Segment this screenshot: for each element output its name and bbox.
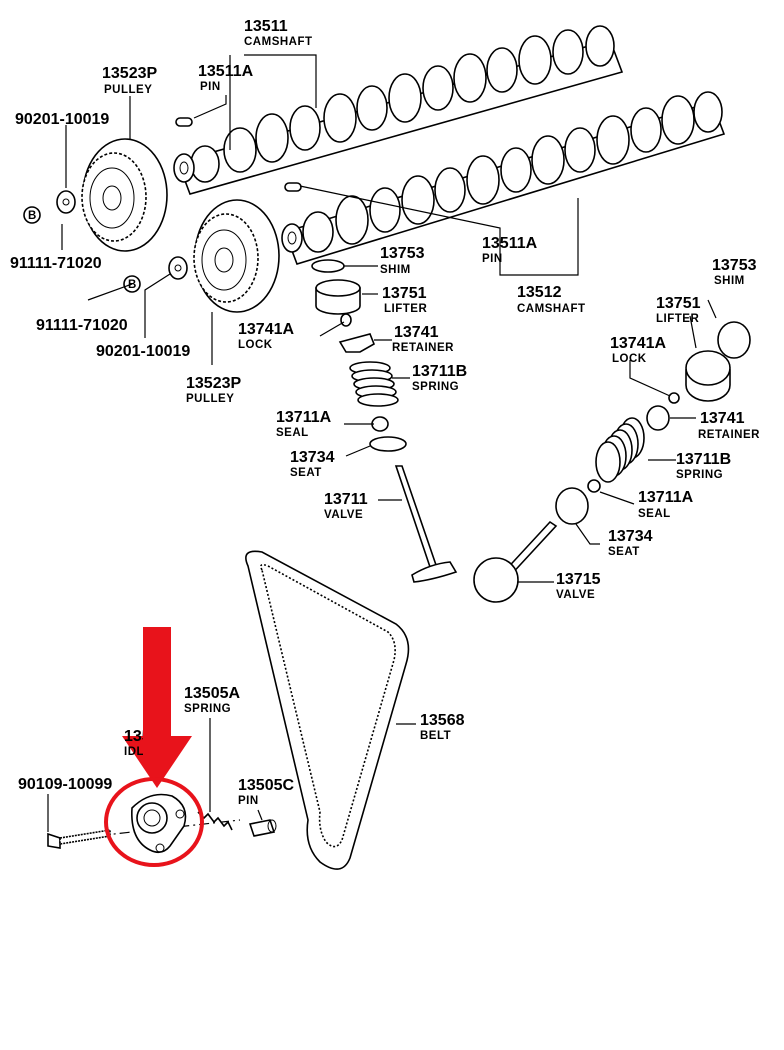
callout-pin-13505C: 13505C PIN [238, 777, 294, 807]
part-number: 13711A [276, 409, 332, 426]
left-valve-train-drawing [311, 259, 458, 583]
pulley-lower-drawing [123, 199, 280, 313]
part-number: 13741 [700, 410, 745, 427]
part-number: 13711A [638, 489, 694, 506]
callout-camshaft-13511: 13511 CAMSHAFT [244, 18, 313, 48]
part-name: RETAINER [698, 429, 760, 441]
part-number: 13751 [656, 295, 701, 312]
part-name: SHIM [380, 264, 411, 276]
callout-washer-90201-top: 90201-10019 [15, 111, 109, 128]
part-number: 13741 [394, 324, 439, 341]
part-number: 13734 [608, 528, 653, 545]
bolt-marker-upper: B [28, 210, 37, 222]
part-number: 13523P [186, 375, 241, 392]
part-name: BELT [420, 730, 451, 742]
idler-assembly-drawing [47, 793, 277, 854]
right-valve-train-drawing [473, 321, 751, 603]
part-name: VALVE [324, 509, 363, 521]
part-number: 13505C [238, 777, 294, 794]
part-name: LOCK [612, 353, 647, 365]
part-name: PIN [238, 795, 259, 807]
part-name: LIFTER [384, 303, 427, 315]
callout-pin-13511A-top: 13511A PIN [198, 63, 254, 93]
bolt-marker-lower: B [128, 279, 137, 291]
part-name: SEAT [290, 467, 322, 479]
part-name: SPRING [184, 703, 231, 715]
callout-valve-13711: 13711 VALVE [324, 491, 368, 521]
callout-pulley-13523P-bottom: 13523P PULLEY [186, 375, 241, 405]
part-name: LIFTER [656, 313, 699, 325]
part-name: PULLEY [186, 393, 234, 405]
part-name: CAMSHAFT [517, 303, 586, 315]
callout-valve-13715: 13715 VALVE [556, 571, 601, 601]
callout-retainer-13741-left: 13741 RETAINER [392, 324, 454, 354]
camshaft-13511-drawing [173, 25, 624, 195]
part-name: SPRING [676, 469, 723, 481]
leader-lines [47, 54, 717, 832]
part-number: 13511 [244, 18, 288, 35]
part-name: RETAINER [392, 342, 454, 354]
part-number: 13741A [238, 321, 294, 338]
part-name: SHIM [714, 275, 745, 287]
part-name: PIN [482, 253, 503, 265]
part-number: 13512 [517, 284, 562, 301]
callout-belt-13568: 13568 BELT [420, 712, 465, 742]
camshaft-pins-drawing [175, 117, 302, 192]
callout-shim-13753-right: 13753 SHIM [712, 257, 757, 287]
highlight-circle [104, 777, 204, 867]
part-number: 13511A [482, 235, 538, 252]
part-number: 13753 [380, 245, 425, 262]
callout-lock-13741A-left: 13741A LOCK [238, 321, 294, 351]
camshaft-13512-drawing [281, 91, 726, 265]
part-number: 13711B [412, 363, 467, 380]
arrow-overlap [143, 720, 171, 760]
callout-lock-13741A-right: 13741A LOCK [610, 335, 666, 365]
part-number: 13711 [324, 491, 368, 508]
callout-seal-13711A-left: 13711A SEAL [276, 409, 332, 439]
part-name: SEAL [638, 508, 671, 520]
callout-bolt-90109: 90109-10099 [18, 776, 112, 793]
callout-pulley-13523P-top: 13523P PULLEY [102, 65, 157, 96]
part-number: 13511A [198, 63, 254, 80]
callout-spring-13711B-right: 13711B SPRING [676, 451, 731, 481]
callout-shim-13753-left: 13753 SHIM [380, 245, 425, 276]
timing-belt-drawing [245, 550, 410, 870]
part-number: 13715 [556, 571, 601, 588]
callout-retainer-13741-right: 13741 RETAINER [698, 410, 760, 441]
highlight-arrow [122, 627, 192, 788]
pulley-upper-drawing [23, 138, 168, 252]
part-name: PULLEY [104, 84, 152, 96]
callout-seal-13711A-right: 13711A SEAL [638, 489, 694, 520]
callout-lifter-13751-left: 13751 LIFTER [382, 285, 427, 315]
part-name: LOCK [238, 339, 273, 351]
callout-spring-13505A: 13505A SPRING [184, 685, 240, 715]
part-number: 13523P [102, 65, 157, 82]
part-number: 13753 [712, 257, 757, 274]
part-number: 13741A [610, 335, 666, 352]
part-number: 13734 [290, 449, 335, 466]
part-name: SPRING [412, 381, 459, 393]
callout-seat-13734-right: 13734 SEAT [608, 528, 653, 558]
part-name: PIN [200, 81, 221, 93]
part-name: SEAT [608, 546, 640, 558]
callout-washer-90201-mid: 90201-10019 [96, 343, 190, 360]
part-name: CAMSHAFT [244, 36, 313, 48]
part-number: 13568 [420, 712, 465, 729]
callout-bolt-91111-mid: 91111-71020 [36, 317, 128, 334]
part-number: 13751 [382, 285, 427, 302]
callout-spring-13711B-left: 13711B SPRING [412, 363, 467, 393]
callout-seat-13734-left: 13734 SEAT [290, 449, 335, 479]
part-name: VALVE [556, 589, 595, 601]
callout-lifter-13751-right: 13751 LIFTER [656, 295, 701, 325]
callout-pin-13511A-mid: 13511A PIN [482, 235, 538, 265]
callout-bolt-91111-top: 91111-71020 [10, 255, 102, 272]
part-number: 13711B [676, 451, 731, 468]
callout-camshaft-13512: 13512 CAMSHAFT [517, 284, 586, 315]
part-number: 13505A [184, 685, 240, 702]
part-name: SEAL [276, 427, 309, 439]
